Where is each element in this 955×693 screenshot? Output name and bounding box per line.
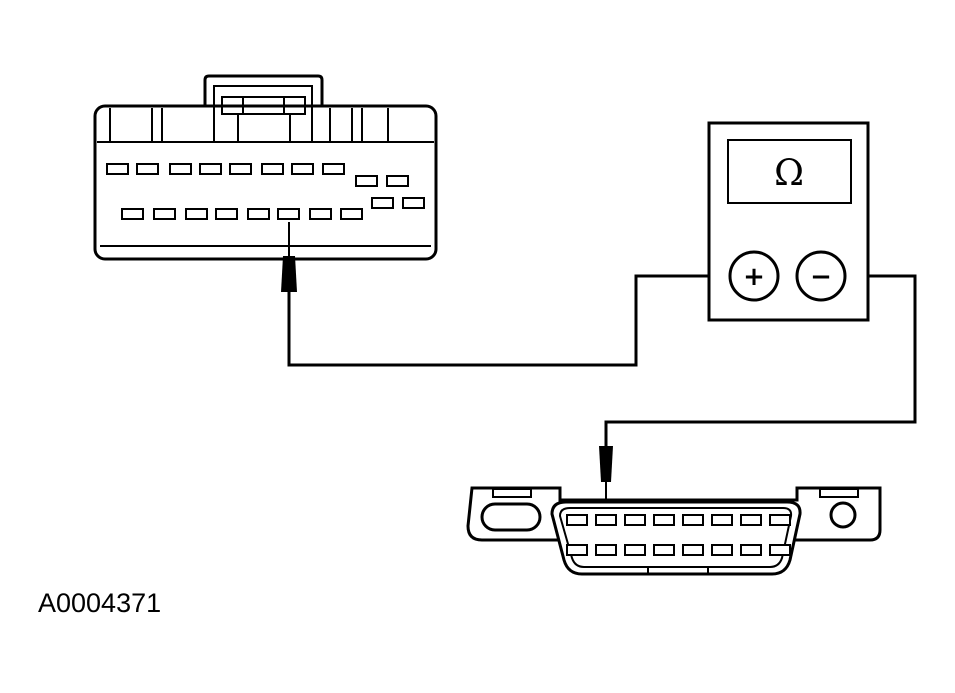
dlc-pins: [566, 514, 791, 556]
positive-terminal-label: +: [743, 262, 765, 292]
data-link-connector: [466, 486, 882, 576]
ohm-symbol: Ω: [774, 153, 804, 194]
module-connector-pins: [106, 163, 425, 220]
meter-display: [727, 139, 852, 204]
positive-lead: [287, 274, 736, 367]
negative-terminal-label: −: [810, 262, 832, 292]
positive-terminal: [728, 250, 780, 302]
figure-id-label: A0004371: [38, 588, 162, 618]
negative-lead: [604, 274, 917, 446]
ohmmeter: Ω + −: [707, 121, 870, 322]
test-leads: [287, 274, 917, 446]
probe-module-connector: [281, 222, 297, 292]
module-connector: [93, 74, 438, 261]
negative-terminal: [795, 250, 847, 302]
